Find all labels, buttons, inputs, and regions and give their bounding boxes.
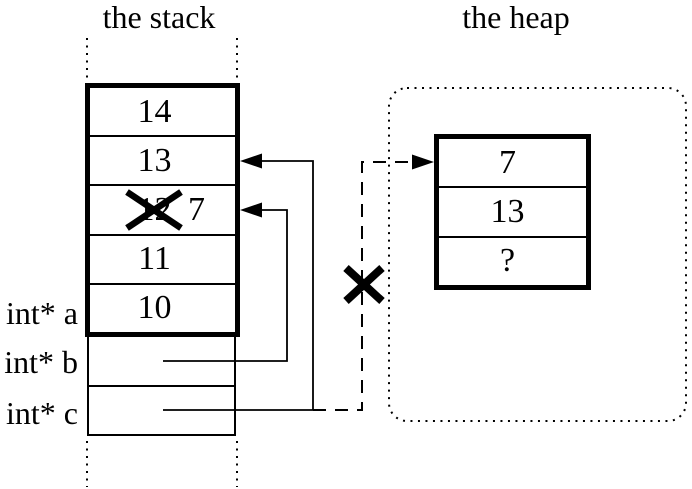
heap-cell: 13 xyxy=(439,188,586,238)
stack-title: the stack xyxy=(102,0,216,35)
arrowhead-icon xyxy=(240,202,262,218)
heap-block: 7 13 ? xyxy=(434,134,591,290)
heap-cell-value: 7 xyxy=(499,143,516,181)
stack-cell: 10 xyxy=(90,285,235,332)
stack-cell: 11 xyxy=(90,236,235,285)
new-value: 7 xyxy=(188,191,205,228)
dangling-pointer-arrow xyxy=(313,154,434,411)
stack-frame-box: 14 13 12 7 11 10 xyxy=(85,83,240,337)
var-label-a: int* a xyxy=(6,295,78,331)
pointer-cell-b xyxy=(89,337,234,387)
heap-title: the heap xyxy=(462,0,570,35)
arrowhead-icon xyxy=(240,153,262,169)
stack-cell: 14 xyxy=(90,88,235,138)
stack-cell-value: 13 xyxy=(137,141,172,179)
stack-cell-overwritten: 12 7 xyxy=(90,186,235,236)
crossed-out-value: 12 xyxy=(137,191,172,228)
deleted-pointer-x-mark xyxy=(343,265,385,304)
var-label-b: int* b xyxy=(4,344,78,380)
var-label-c: int* c xyxy=(6,395,78,431)
pointer-cells-box xyxy=(87,337,236,436)
heap-cell: ? xyxy=(439,238,586,285)
pointer-cell-c xyxy=(89,387,234,435)
arrowhead-icon xyxy=(412,154,434,170)
heap-cell-value: 13 xyxy=(490,192,525,230)
stack-cell-value: 14 xyxy=(137,92,172,130)
heap-cell: 7 xyxy=(439,139,586,189)
stack-cell-value: 10 xyxy=(137,289,172,327)
stack-cell: 13 xyxy=(90,137,235,187)
heap-cell-value: ? xyxy=(499,242,516,280)
stack-cell-value: 11 xyxy=(138,240,171,278)
